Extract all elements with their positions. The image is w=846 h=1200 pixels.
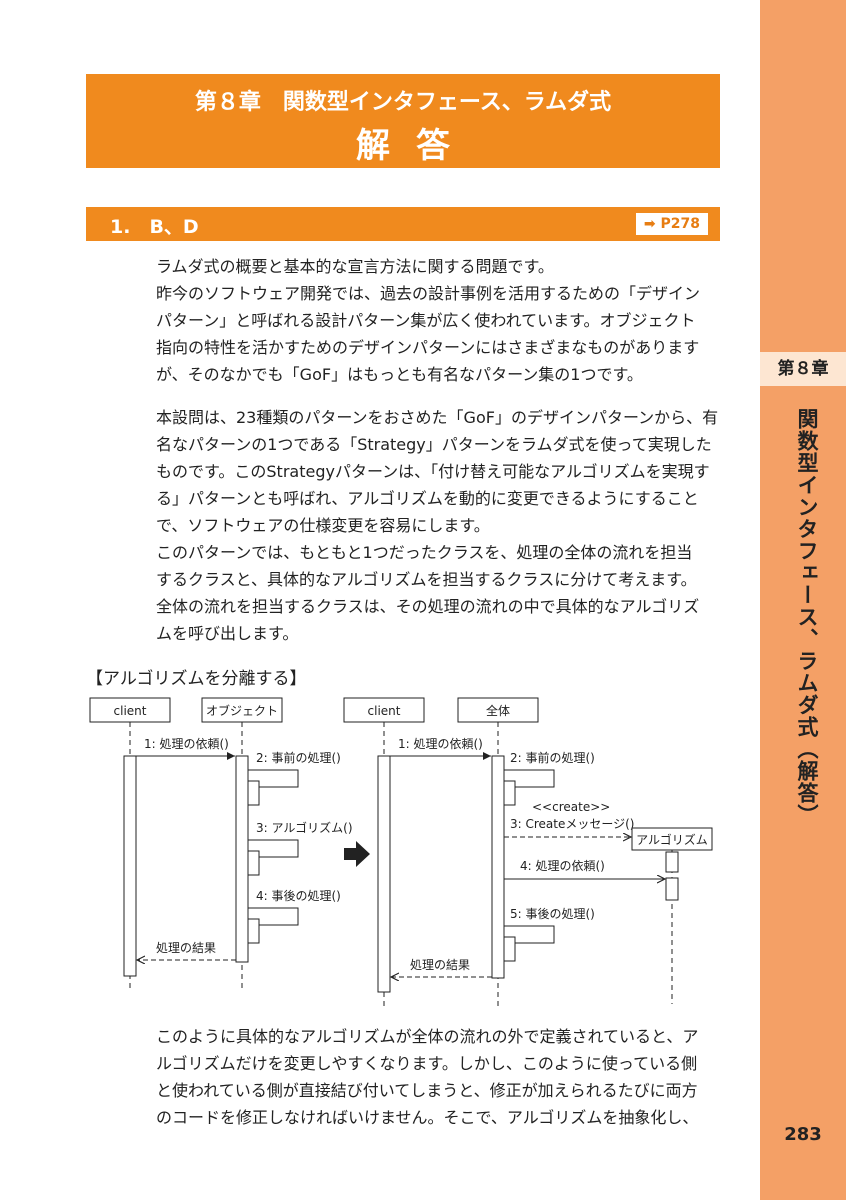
activation-client — [123, 755, 137, 977]
text-line: ものです。このStrategyパターンは、「付け替え可能なアルゴリズムを実現す — [156, 462, 710, 481]
text-line: ルゴリズムだけを変更しやすくなります。しかし、このように使っている側 — [156, 1054, 698, 1073]
left-sequence: client オブジェクト 1: 処理の依頼() 2: 事前の処理() 3: ア… — [89, 697, 353, 992]
text-line: のコードを修正しなければいけません。そこで、アルゴリズムを抽象化し、 — [156, 1108, 699, 1127]
message-label-3: 3: アルゴリズム() — [256, 820, 353, 835]
activation-algorithm-2 — [665, 877, 679, 901]
self-call-3 — [248, 839, 299, 857]
text-line: 指向の特性を活かすためのデザインパターンにはさまざまなものがあります — [156, 338, 700, 357]
message-label-4: 4: 事後の処理() — [256, 889, 341, 903]
nested-activation-3 — [247, 850, 260, 876]
text-line: このように具体的なアルゴリズムが全体の流れの外で定義されていると、ア — [156, 1027, 699, 1046]
message-label-2: 2: 事前の処理() — [256, 750, 341, 765]
sequence-diagram: client オブジェクト 1: 処理の依頼() 2: 事前の処理() 3: ア… — [89, 697, 713, 1010]
text-line: 昨今のソフトウェア開発では、過去の設計事例を活用するための「デザイン — [156, 284, 701, 303]
conclusion-paragraph: このように具体的なアルゴリズムが全体の流れの外で定義されていると、ア ルゴリズム… — [156, 1023, 722, 1131]
transition-arrow-icon — [344, 841, 370, 867]
activation-client — [377, 755, 391, 993]
self-call-2 — [248, 769, 299, 787]
activation-object — [235, 755, 249, 963]
message-label-1: 1: 処理の依頼() — [398, 736, 483, 751]
chapter-header: 第８章 関数型インタフェース、ラムダ式 解答 — [86, 74, 720, 168]
self-call-2 — [504, 769, 555, 787]
nested-activation-4 — [247, 918, 260, 944]
self-call-5 — [504, 925, 555, 943]
text-line: が、そのなかでも「GoF」はもっとも有名なパターン集の1つです。 — [156, 365, 643, 384]
message-label-5: 5: 事後の処理() — [510, 907, 595, 921]
text-line: と使われている側が直接結び付いてしまうと、修正が加えられるたびに両方 — [156, 1081, 698, 1100]
right-sequence: client 全体 1: 処理の依頼() 2: 事前の処理() <<create… — [343, 697, 713, 1010]
nested-activation-2 — [503, 780, 516, 806]
page-number: 283 — [784, 1124, 822, 1145]
text-line: 本設問は、23種類のパターンをおさめた「GoF」のデザインパターンから、有 — [156, 408, 719, 427]
activation-whole — [491, 755, 505, 979]
page-reference: ➡ P278 — [635, 213, 708, 235]
activation-algorithm-1 — [665, 851, 679, 873]
sidebar-vertical-title: 関数型インタフェース、ラムダ式（解答） — [795, 408, 819, 826]
text-line: る」パターンとも呼ばれ、アルゴリズムを動的に変更できるようにすること — [156, 489, 699, 508]
text-line: ラムダ式の概要と基本的な宣言方法に関する問題です。 — [156, 257, 554, 276]
text-line: パターン」と呼ばれる設計パターン集が広く使われています。オブジェクト — [156, 311, 696, 330]
stereotype-label: <<create>> — [532, 800, 610, 814]
lifeline-label-object: オブジェクト — [206, 703, 278, 718]
intro-paragraph: ラムダ式の概要と基本的な宣言方法に関する問題です。 昨今のソフトウェア開発では、… — [156, 253, 722, 388]
question-bar: 1. B、D ➡ P278 — [86, 207, 720, 241]
lifeline-box-client — [89, 697, 171, 723]
chapter-sidebar — [760, 0, 846, 1200]
sidebar-chapter-label: 第８章 — [760, 352, 846, 386]
text-line: ムを呼び出します。 — [156, 624, 299, 643]
lifeline-box-whole — [457, 697, 539, 723]
text-line: 名なパターンの1つである「Strategy」パターンをラムダ式を使って実現した — [156, 435, 712, 454]
nested-activation-2 — [247, 780, 260, 806]
lifeline-label-client: client — [114, 704, 147, 718]
return-label: 処理の結果 — [410, 958, 470, 972]
message-label-4: 4: 処理の依頼() — [520, 858, 605, 873]
text-line: 全体の流れを担当するクラスは、その処理の流れの中で具体的なアルゴリズ — [156, 597, 700, 616]
message-label-3: 3: Createメッセージ() — [510, 817, 635, 831]
return-label: 処理の結果 — [156, 941, 216, 955]
lifeline-label-algorithm: アルゴリズム — [636, 832, 708, 847]
nested-activation-5 — [503, 936, 516, 962]
lifeline-label-whole: 全体 — [486, 703, 510, 718]
message-label-1: 1: 処理の依頼() — [144, 736, 229, 751]
text-line: で、ソフトウェアの仕様変更を容易にします。 — [156, 516, 490, 535]
chapter-title: 第８章 関数型インタフェース、ラムダ式 — [194, 90, 612, 115]
answer-heading: 解答 — [356, 126, 476, 166]
figure-title: 【アルゴリズムを分離する】 — [86, 669, 307, 689]
lifeline-label-client: client — [368, 704, 401, 718]
text-line: するクラスと、具体的なアルゴリズムを担当するクラスに分けて考えます。 — [156, 570, 697, 589]
question-answer: 1. B、D — [110, 216, 199, 238]
strategy-paragraph: 本設問は、23種類のパターンをおさめた「GoF」のデザインパターンから、有 名な… — [156, 404, 722, 647]
message-label-2: 2: 事前の処理() — [510, 750, 595, 765]
text-line: このパターンでは、もともと1つだったクラスを、処理の全体の流れを担当 — [156, 543, 693, 562]
self-call-4 — [248, 907, 299, 925]
lifeline-box-object — [201, 697, 283, 723]
